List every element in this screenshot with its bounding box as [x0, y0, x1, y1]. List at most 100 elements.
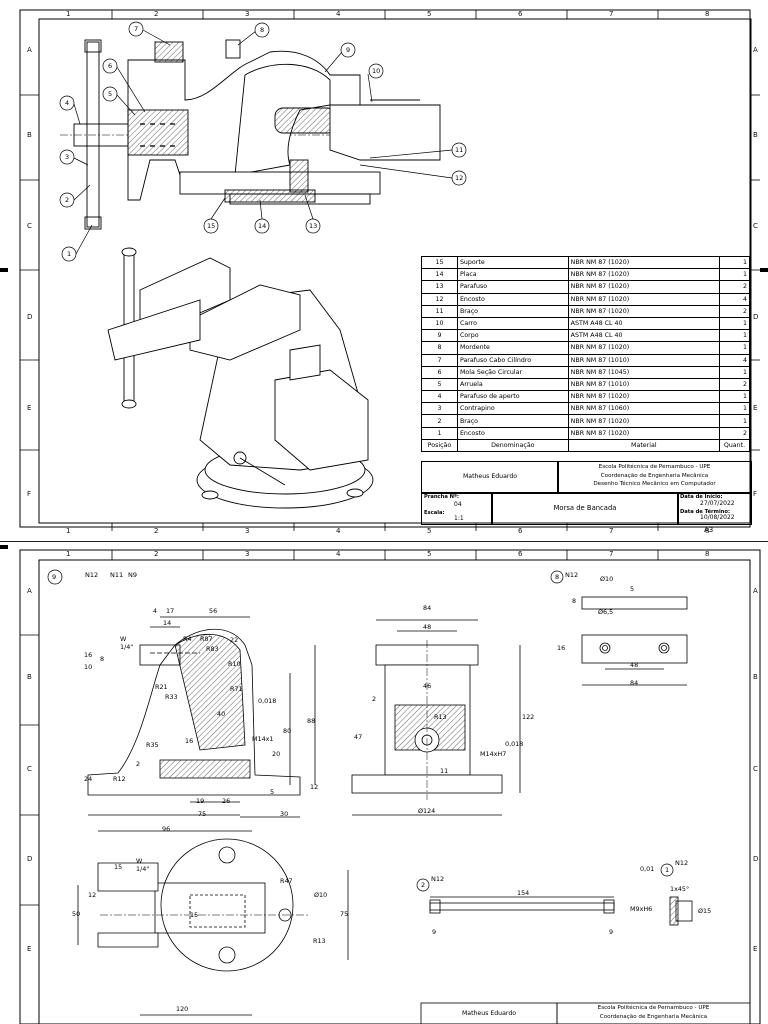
parts-cell-qty: 2	[719, 377, 750, 392]
parts-cell-pos: 11	[421, 304, 458, 318]
parts-cell-pos: 12	[421, 292, 458, 306]
part-callout: 9	[52, 573, 57, 581]
parts-cell-name: Suporte	[456, 255, 569, 270]
author-name: Matheus Eduardo	[462, 473, 518, 480]
balloon-number: 5	[108, 90, 113, 98]
parts-cell-qty: 1	[719, 255, 750, 270]
parts-cell-material: NBR NM 87 (1010)	[567, 377, 721, 392]
balloon-number: 1	[67, 250, 72, 258]
parts-cell-pos: 3	[421, 402, 458, 416]
parts-cell-material: NBR NM 87 (1020)	[567, 280, 721, 294]
balloon-number: 7	[134, 25, 139, 33]
parts-cell-name: Parafuso	[456, 280, 569, 294]
sheet-info-box: Prancha Nº: 04 Escala: 1:1	[421, 492, 493, 525]
grid-row-label: D	[753, 313, 759, 321]
part-callout: 2	[421, 881, 426, 889]
parts-cell-qty: 1	[719, 402, 750, 416]
grid-row-label: B	[27, 673, 32, 681]
balloon-number: 10	[372, 67, 381, 75]
parts-cell-qty: 4	[719, 292, 750, 306]
parts-cell-material: NBR NM 87 (1020)	[567, 268, 721, 282]
surface-finish-mark: N12	[675, 859, 689, 867]
parts-cell-pos: 9	[421, 329, 458, 343]
grid-row-label: D	[27, 313, 33, 321]
escala-value: 1:1	[454, 515, 464, 522]
parts-cell-qty: 1	[719, 390, 750, 404]
grid-row-label: C	[753, 765, 758, 773]
paper-format: A3	[704, 526, 714, 534]
author-name: Matheus Eduardo	[461, 1010, 517, 1017]
grid-col-label: 1	[66, 550, 71, 558]
parts-cell-pos: 5	[421, 377, 458, 392]
grid-row-label: E	[753, 945, 758, 953]
parts-cell-material: NBR NM 87 (1020)	[567, 341, 721, 355]
grid-row-label: B	[753, 131, 758, 139]
balloon-number: 13	[309, 222, 318, 230]
prancha-label: Prancha Nº:	[424, 494, 459, 500]
detail-drawings-svg	[0, 545, 761, 1024]
grid-row-label: A	[753, 587, 758, 595]
grid-row-label: F	[27, 490, 32, 498]
balloon-number: 8	[260, 26, 265, 34]
parts-cell-material: NBR NM 87 (1020)	[567, 426, 721, 440]
parts-cell-qty: 1	[719, 414, 750, 428]
parts-header-material: Material	[567, 438, 721, 453]
parts-cell-material: NBR NM 87 (1020)	[567, 255, 721, 270]
parts-cell-pos: 15	[421, 255, 458, 270]
grid-col-label: 8	[705, 550, 710, 558]
grid-col-label: 2	[154, 10, 159, 18]
dates-box: Data de Início: 27/07/2022 Data de Térmi…	[677, 492, 752, 525]
parts-cell-pos: 13	[421, 280, 458, 294]
parts-cell-name: Placa	[456, 268, 569, 282]
grid-col-label: 4	[336, 10, 341, 18]
assembly-drawing-svg	[0, 9, 768, 531]
parts-cell-material: NBR NM 87 (1020)	[567, 390, 721, 404]
parts-cell-qty: 1	[719, 268, 750, 282]
grid-row-label: A	[27, 587, 32, 595]
grid-col-label: 3	[245, 550, 250, 558]
grid-col-label: 2	[154, 550, 159, 558]
parts-cell-qty: 1	[719, 365, 750, 379]
parts-cell-name: Encosto	[456, 292, 569, 306]
grid-row-label: A	[753, 46, 758, 54]
parts-cell-pos: 4	[421, 390, 458, 404]
grid-col-label: 6	[518, 527, 523, 535]
grid-row-label: E	[27, 945, 32, 953]
start-date-label: Data de Início:	[680, 494, 723, 500]
balloon-number: 9	[346, 46, 351, 54]
parts-cell-name: Parafuso Cabo Cilíndro	[456, 353, 569, 367]
parts-cell-material: ASTM A48 CL 40	[567, 329, 721, 343]
escala-label: Escala:	[424, 510, 445, 516]
grid-col-label: 4	[336, 550, 341, 558]
grid-col-label: 5	[427, 550, 432, 558]
grid-col-label: 7	[609, 527, 614, 535]
grid-col-label: 2	[154, 527, 159, 535]
parts-header-pos: Posição	[421, 438, 458, 453]
title-box: Morsa de Bancada	[491, 492, 679, 525]
parts-cell-pos: 14	[421, 268, 458, 282]
balloon-number: 4	[65, 99, 70, 107]
grid-row-label: D	[27, 855, 33, 863]
grid-col-label: 5	[427, 10, 432, 18]
parts-cell-material: NBR NM 87 (1020)	[567, 292, 721, 306]
institution-line: Coordenação de Engenharia Mecânica	[599, 1013, 708, 1020]
grid-col-label: 3	[245, 527, 250, 535]
grid-col-label: 6	[518, 10, 523, 18]
institution-line: Escola Politécnica de Pernambuco - UPE	[598, 464, 711, 470]
institution-line: Escola Politécnica de Pernambuco - UPE	[597, 1005, 710, 1011]
parts-cell-pos: 6	[421, 365, 458, 379]
grid-col-label: 5	[427, 527, 432, 535]
